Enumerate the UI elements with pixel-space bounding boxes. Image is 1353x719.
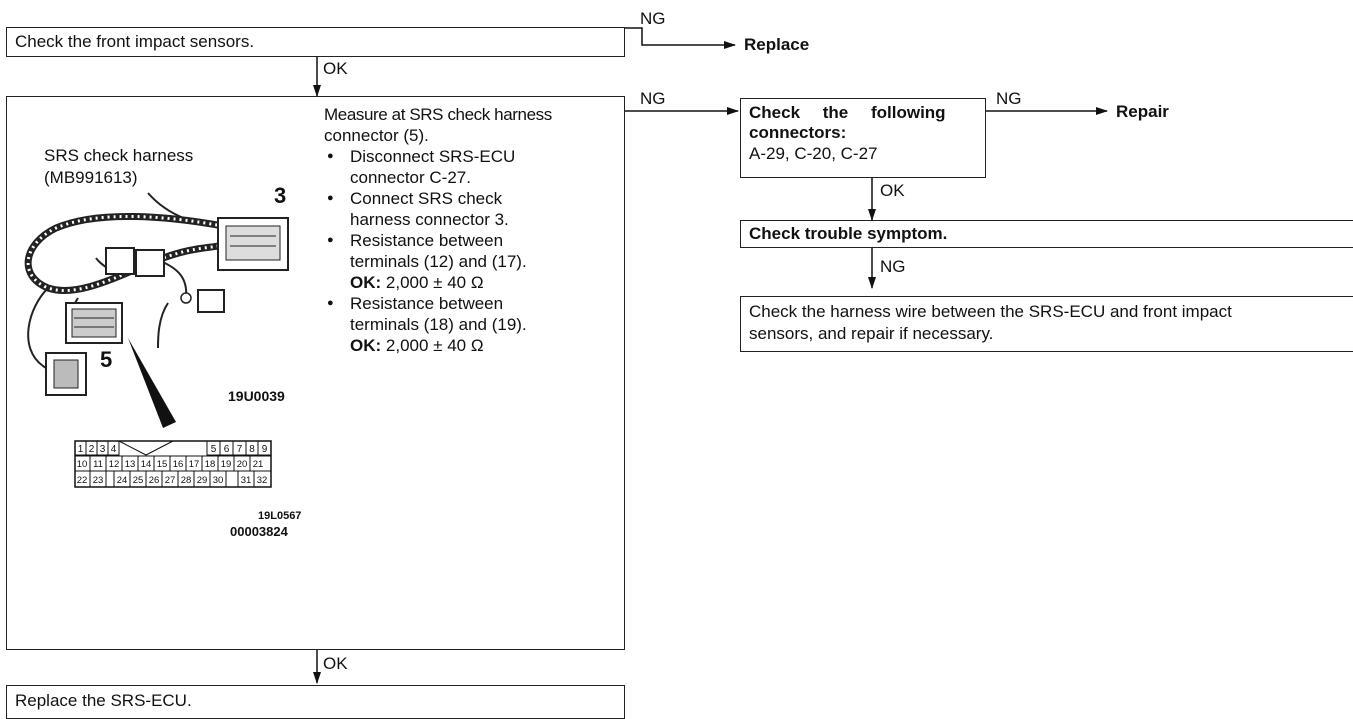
- step6-text: Replace the SRS-ECU.: [15, 691, 192, 710]
- svg-text:11: 11: [93, 459, 103, 470]
- step4-text: Check trouble symptom.: [749, 224, 948, 243]
- instruction-item-4: Resistance between terminals (18) and (1…: [324, 293, 620, 356]
- svg-text:21: 21: [253, 459, 264, 470]
- svg-text:7: 7: [237, 444, 243, 455]
- svg-text:23: 23: [93, 475, 104, 486]
- ok2-label: OK: [323, 654, 348, 673]
- svg-text:1: 1: [78, 444, 84, 455]
- instruction-item-3: Resistance between terminals (12) and (1…: [324, 230, 620, 293]
- harness-label-line2: (MB991613): [44, 168, 138, 187]
- ok1-label: OK: [323, 59, 348, 78]
- svg-text:24: 24: [117, 475, 128, 486]
- ng1-label: NG: [640, 9, 666, 28]
- svg-text:29: 29: [197, 475, 208, 486]
- figure-code-3: 00003824: [230, 524, 288, 539]
- step3-box: Check the following connectors: A-29, C-…: [740, 98, 986, 178]
- svg-text:16: 16: [173, 459, 184, 470]
- svg-text:19: 19: [221, 459, 232, 470]
- num-3: 3: [274, 183, 287, 208]
- step1-text: Check the front impact sensors.: [15, 32, 255, 51]
- svg-text:28: 28: [181, 475, 192, 486]
- ng4-label: NG: [880, 257, 906, 276]
- svg-text:31: 31: [241, 475, 252, 486]
- svg-text:14: 14: [141, 459, 152, 470]
- harness-illustration: [24, 192, 289, 428]
- svg-text:20: 20: [237, 459, 248, 470]
- svg-text:17: 17: [189, 459, 200, 470]
- svg-text:12: 12: [109, 459, 120, 470]
- step3-line1: Check the following: [749, 103, 946, 122]
- instruction-item-1: Disconnect SRS-ECU connector C-27.: [324, 146, 620, 188]
- harness-label-line1: SRS check harness: [44, 146, 194, 165]
- svg-text:26: 26: [149, 475, 160, 486]
- svg-text:3: 3: [100, 444, 106, 455]
- step3-line2: connectors:: [749, 123, 847, 142]
- step5-line2: sensors, and repair if necessary.: [749, 324, 994, 343]
- step6-box: Replace the SRS-ECU.: [6, 685, 625, 719]
- ng3-label: NG: [996, 89, 1022, 108]
- instruction-item-2: Connect SRS check harness connector 3.: [324, 188, 620, 230]
- step2-figure: SRS check harness (MB991613) 3 5 19U: [8, 98, 315, 648]
- step5-line1: Check the harness wire between the SRS-E…: [749, 302, 1232, 321]
- connector-pinout: 1 2 3 4 5 6 7 8 9 10 11 12 13 14 15 16 17 18 19…: [74, 440, 272, 488]
- num-5: 5: [100, 347, 113, 372]
- svg-text:13: 13: [125, 459, 136, 470]
- instructions-list: Disconnect SRS-ECU connector C-27. Conne…: [324, 146, 620, 356]
- svg-text:30: 30: [213, 475, 224, 486]
- svg-text:32: 32: [257, 475, 268, 486]
- step2-instructions: Measure at SRS check harness connector (…: [324, 104, 620, 356]
- step3-line3: A-29, C-20, C-27: [749, 144, 878, 163]
- step5-box: Check the harness wire between the SRS-E…: [740, 296, 1353, 352]
- figure-code-1: 19U0039: [228, 388, 285, 404]
- svg-text:25: 25: [133, 475, 144, 486]
- svg-text:9: 9: [262, 444, 268, 455]
- svg-text:18: 18: [205, 459, 216, 470]
- svg-text:5: 5: [211, 444, 217, 455]
- svg-text:15: 15: [157, 459, 168, 470]
- svg-text:4: 4: [111, 444, 117, 455]
- step1-box: Check the front impact sensors.: [6, 27, 625, 57]
- svg-text:22: 22: [77, 475, 88, 486]
- ng1-arrow: [624, 27, 736, 49]
- svg-text:27: 27: [165, 475, 176, 486]
- ng3-action: Repair: [1116, 102, 1169, 121]
- ng2-label: NG: [640, 89, 666, 108]
- instructions-title-1: Measure at SRS check harness: [324, 105, 552, 124]
- svg-text:6: 6: [224, 444, 230, 455]
- ok3-label: OK: [880, 181, 905, 200]
- ng1-action: Replace: [744, 35, 810, 54]
- svg-text:2: 2: [89, 444, 95, 455]
- figure-code-2: 19L0567: [258, 510, 302, 522]
- step4-box: Check trouble symptom.: [740, 220, 1353, 248]
- svg-text:8: 8: [249, 444, 255, 455]
- instructions-title-2: connector (5).: [324, 126, 429, 145]
- svg-text:10: 10: [77, 459, 88, 470]
